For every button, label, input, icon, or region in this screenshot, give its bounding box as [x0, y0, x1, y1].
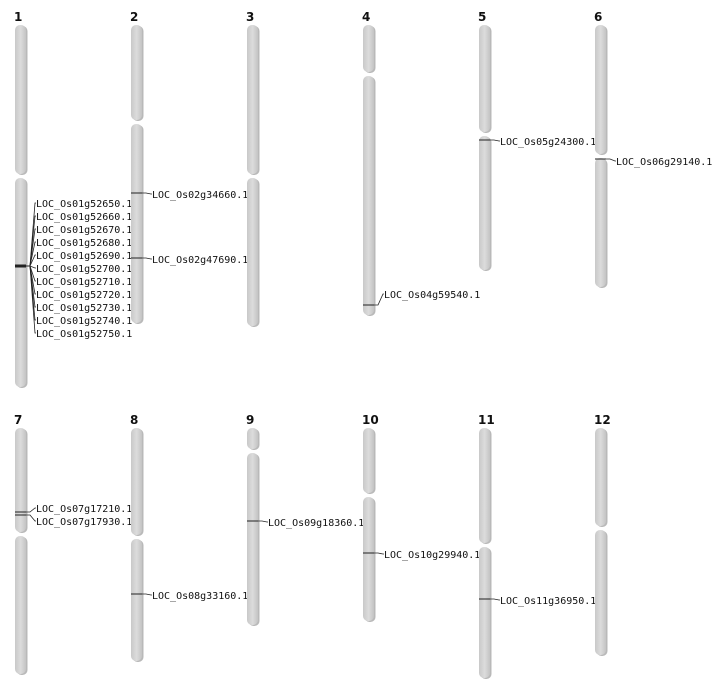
gene-connector: [142, 593, 152, 596]
gene-label: LOC_Os07g17930.1: [36, 517, 132, 528]
chromosome-number: 10: [362, 413, 379, 427]
gene-marker: LOC_Os07g17930.1: [15, 514, 132, 528]
short-arm: [363, 25, 374, 72]
chromosome-1: 1LOC_Os01g52650.1LOC_Os01g52660.1LOC_Os0…: [14, 10, 132, 388]
chromosome-number: 9: [246, 413, 254, 427]
gene-marker: LOC_Os04g59540.1: [363, 290, 480, 306]
gene-connector: [142, 192, 152, 195]
gene-marker: LOC_Os11g36950.1: [479, 596, 596, 607]
long-arm: [595, 158, 606, 287]
gene-marker: LOC_Os05g24300.1: [479, 137, 596, 148]
gene-connector: [606, 158, 616, 162]
gene-label: LOC_Os02g34660.1: [152, 190, 248, 201]
gene-connector: [258, 520, 268, 523]
gene-label: LOC_Os01g52680.1: [36, 238, 132, 249]
gene-label: LOC_Os11g36950.1: [500, 596, 596, 607]
gene-connector: [490, 139, 500, 142]
gene-marker: LOC_Os09g18360.1: [247, 518, 364, 529]
chromosome-number: 12: [594, 413, 611, 427]
gene-label: LOC_Os01g52740.1: [36, 316, 132, 327]
chromosome-number: 11: [478, 413, 495, 427]
gene-marker: LOC_Os01g52750.1: [15, 264, 132, 340]
chromosome-number: 4: [362, 10, 370, 24]
chromosome-number: 8: [130, 413, 138, 427]
gene-marker: LOC_Os07g17210.1: [15, 504, 132, 515]
short-arm: [479, 428, 490, 543]
long-arm: [15, 536, 26, 674]
short-arm: [479, 25, 490, 132]
gene-label: LOC_Os01g52690.1: [36, 251, 132, 262]
gene-label: LOC_Os09g18360.1: [268, 518, 364, 529]
short-arm: [15, 428, 26, 532]
gene-label: LOC_Os01g52650.1: [36, 199, 132, 210]
long-arm: [247, 178, 258, 326]
gene-connector: [374, 552, 384, 555]
gene-marker: LOC_Os02g47690.1: [131, 255, 248, 266]
gene-connector: [490, 598, 500, 601]
gene-marker: LOC_Os08g33160.1: [131, 591, 248, 602]
gene-label: LOC_Os01g52720.1: [36, 290, 132, 301]
short-arm: [247, 25, 258, 174]
gene-connector: [26, 265, 36, 334]
chromosome-number: 5: [478, 10, 486, 24]
short-arm: [131, 428, 142, 535]
gene-marker: LOC_Os02g34660.1: [131, 190, 248, 201]
gene-label: LOC_Os01g52670.1: [36, 225, 132, 236]
gene-connector: [26, 514, 36, 522]
gene-label: LOC_Os02g47690.1: [152, 255, 248, 266]
chromosome-number: 3: [246, 10, 254, 24]
gene-label: LOC_Os08g33160.1: [152, 591, 248, 602]
gene-marker: LOC_Os06g29140.1: [595, 157, 712, 168]
gene-marker: LOC_Os10g29940.1: [363, 550, 480, 561]
gene-label: LOC_Os01g52700.1: [36, 264, 132, 275]
long-arm: [363, 76, 374, 315]
gene-connector: [142, 257, 152, 260]
long-arm: [479, 136, 490, 270]
chromosome-3: 3: [246, 10, 260, 327]
short-arm: [363, 428, 374, 493]
long-arm: [363, 497, 374, 621]
long-arm: [15, 178, 26, 387]
short-arm: [247, 428, 258, 449]
long-arm: [131, 539, 142, 661]
gene-label: LOC_Os01g52660.1: [36, 212, 132, 223]
gene-label: LOC_Os01g52710.1: [36, 277, 132, 288]
long-arm: [247, 453, 258, 625]
chromosome-number: 1: [14, 10, 22, 24]
short-arm: [595, 25, 606, 154]
gene-label: LOC_Os01g52730.1: [36, 303, 132, 314]
chromosome-number: 2: [130, 10, 138, 24]
long-arm: [131, 124, 142, 323]
gene-label: LOC_Os04g59540.1: [384, 290, 480, 301]
short-arm: [15, 25, 26, 174]
gene-label: LOC_Os10g29940.1: [384, 550, 480, 561]
gene-connector: [374, 293, 384, 306]
gene-label: LOC_Os07g17210.1: [36, 504, 132, 515]
gene-connector: [26, 507, 36, 513]
short-arm: [595, 428, 606, 526]
chromosome-number: 7: [14, 413, 22, 427]
long-arm: [595, 530, 606, 655]
short-arm: [131, 25, 142, 120]
gene-label: LOC_Os06g29140.1: [616, 157, 712, 168]
gene-label: LOC_Os05g24300.1: [500, 137, 596, 148]
chromosome-number: 6: [594, 10, 602, 24]
long-arm: [479, 547, 490, 678]
chromosome-12: 12: [594, 413, 611, 656]
gene-label: LOC_Os01g52750.1: [36, 329, 132, 340]
